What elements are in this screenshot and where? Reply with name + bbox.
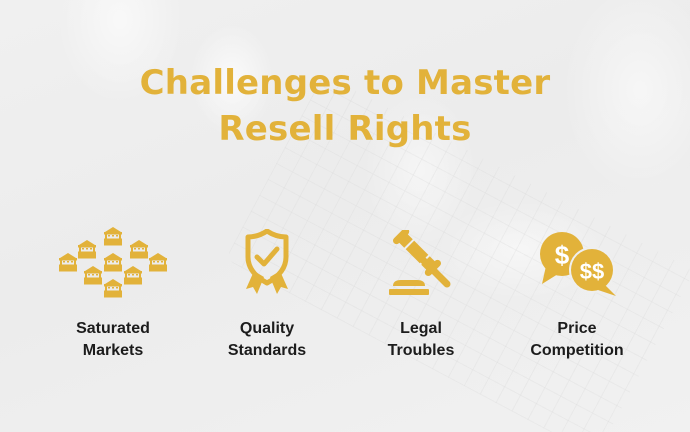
- price-bubbles-icon: $ $$: [540, 232, 616, 296]
- feature-legal-troubles: Legal Troubles: [346, 226, 496, 362]
- label-line-2: Competition: [530, 342, 624, 359]
- label-line-2: Troubles: [387, 342, 455, 359]
- feature-label: Quality Standards: [192, 318, 342, 362]
- label-line-1: Legal: [400, 320, 442, 337]
- feature-label: Legal Troubles: [346, 318, 496, 362]
- page-title: Challenges to Master Resell Rights: [0, 60, 690, 152]
- label-line-2: Standards: [227, 342, 307, 359]
- feature-label: Saturated Markets: [38, 318, 188, 362]
- label-line-2: Markets: [82, 342, 144, 359]
- quality-badge-icon: [245, 229, 289, 294]
- feature-saturated-markets: Saturated Markets: [38, 226, 188, 362]
- feature-label: Price Competition: [502, 318, 652, 362]
- svg-text:$$: $$: [580, 259, 604, 284]
- feature-price-competition: $ $$ Price Competition: [502, 226, 652, 362]
- market-stalls-icon: [59, 227, 167, 298]
- label-line-1: Saturated: [76, 320, 150, 337]
- title-line-2: Resell Rights: [218, 109, 472, 149]
- gavel-icon: [389, 230, 451, 295]
- feature-quality-standards: Quality Standards: [192, 226, 342, 362]
- title-line-1: Challenges to Master: [139, 63, 551, 103]
- label-line-1: Price: [557, 320, 597, 337]
- label-line-1: Quality: [239, 320, 295, 337]
- svg-text:$: $: [555, 240, 570, 270]
